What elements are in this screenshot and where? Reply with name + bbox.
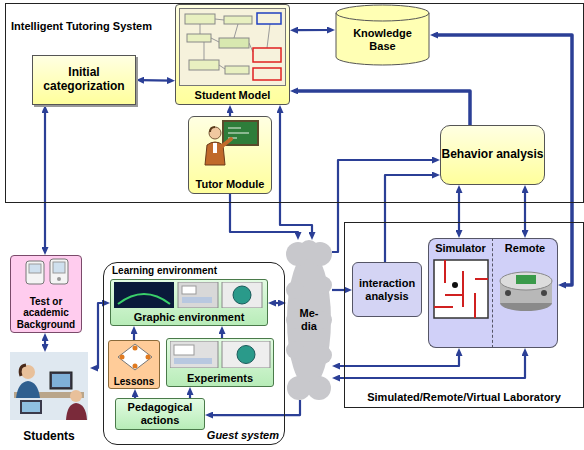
media-cloud: Me- dia	[286, 240, 332, 400]
screen-thumbnails	[114, 282, 266, 308]
component-box: Lessons	[108, 340, 160, 389]
region-label: Simulated/Remote/Virtual Laboratory	[367, 391, 561, 404]
node-label: interaction analysis	[353, 277, 421, 302]
node-label: Graphic environment	[134, 311, 245, 324]
node-label: Experiments	[187, 372, 253, 385]
arrow-connector	[294, 29, 331, 31]
actor-figure: Students	[8, 352, 90, 444]
region-label: Intelligent Tutoring System	[11, 20, 152, 33]
component-box: Pedagogical actions	[115, 398, 205, 430]
arrow-connector	[272, 302, 282, 304]
lesson-icon	[116, 343, 154, 371]
component-box: Graphic environment	[110, 279, 268, 326]
arrow-connector	[280, 109, 312, 236]
module-box: Student Model	[175, 4, 290, 105]
node-label: Tutor Module	[196, 178, 265, 191]
students-photo	[10, 352, 88, 420]
node-label: Initial categorization	[33, 66, 135, 94]
system-boundary: Learning environmentGuest system Graphic…	[103, 262, 285, 445]
arrow-connector	[336, 352, 459, 366]
region-label: Guest system	[207, 429, 279, 442]
node-label: Knowledge Base	[341, 27, 425, 52]
model-screenshot	[179, 8, 286, 86]
node-label: Remote	[505, 242, 545, 255]
arrow-connector	[94, 303, 106, 368]
screen-thumbnails	[170, 341, 272, 368]
region-label: Learning environment	[112, 265, 217, 277]
arrow-connector	[44, 337, 46, 348]
robot-picture	[498, 263, 554, 313]
process-box: interaction analysis	[352, 262, 422, 317]
arrow-connector	[133, 330, 135, 340]
process-box: Behavior analysis	[440, 125, 545, 185]
device-icon	[22, 258, 72, 286]
arrow-connector	[140, 79, 171, 82]
lab-boundary: Simulated/Remote/Virtual Laboratory inter…	[344, 222, 584, 408]
node-label: Pedagogical actions	[116, 401, 204, 426]
arrow-connector	[336, 352, 525, 378]
node-label: Student Model	[195, 89, 271, 102]
arrow-connector	[44, 109, 46, 251]
system-boundary: Intelligent Tutoring SystemInitial categ…	[5, 3, 584, 203]
node-label: Test or academic Background	[11, 296, 81, 331]
component-box: Experiments	[166, 338, 274, 387]
arrow-connector	[221, 330, 223, 338]
node-label: Simulator	[435, 242, 486, 255]
teacher-figure	[201, 119, 261, 167]
database-cylinder: Knowledge Base	[335, 4, 430, 66]
arrow-connector	[524, 189, 526, 234]
node-label: Me- dia	[293, 307, 325, 332]
arrow-connector	[189, 391, 191, 398]
arrow-connector	[294, 91, 470, 125]
node-label: Students	[23, 430, 74, 444]
process-box: Initial categorization	[32, 55, 136, 105]
module-box: Tutor Module	[188, 116, 272, 194]
arrow-connector	[458, 189, 460, 234]
node-label: Lessons	[114, 376, 155, 388]
arrow-connector	[230, 194, 298, 236]
maze-simulation	[433, 259, 489, 319]
node-label: Behavior analysis	[441, 148, 543, 162]
input-box: Test or academic Background	[10, 255, 82, 333]
arrow-connector	[229, 109, 231, 116]
arrow-connector	[209, 400, 300, 415]
lab-box: Remote	[492, 238, 558, 348]
lab-box: Simulator	[428, 238, 492, 348]
arrow-connector	[332, 289, 348, 291]
